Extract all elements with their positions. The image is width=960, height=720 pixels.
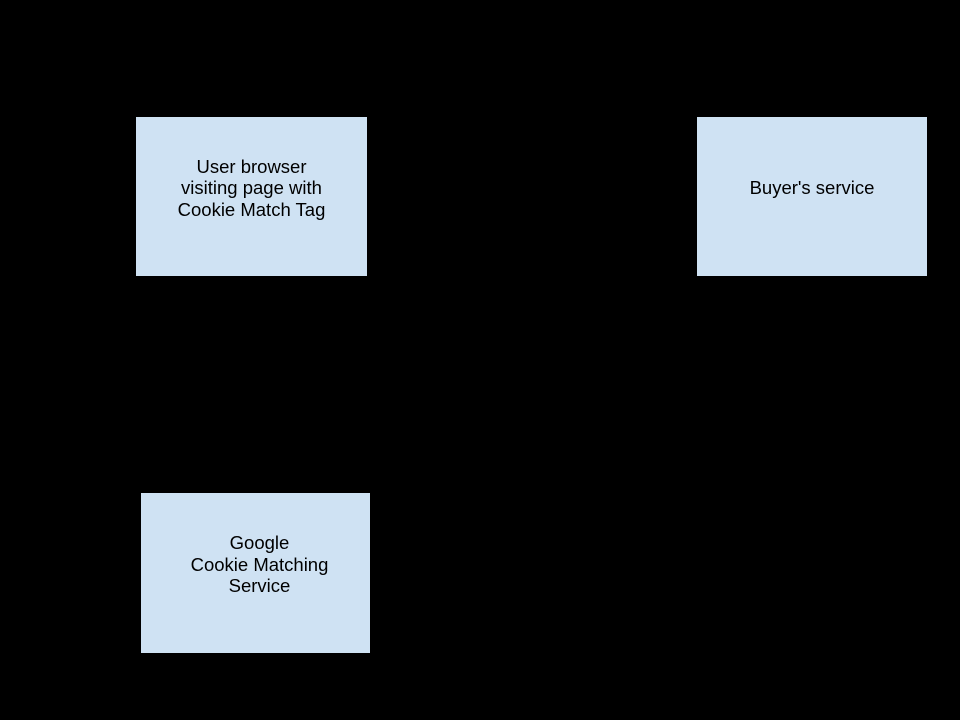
node-user-browser: User browser visiting page with Cookie M… xyxy=(135,116,368,277)
node-buyers-service-label: Buyer's service xyxy=(750,177,875,199)
node-label-line: visiting page with xyxy=(181,177,322,199)
node-user-browser-label: User browser visiting page with Cookie M… xyxy=(178,156,326,221)
node-buyers-service: Buyer's service xyxy=(696,116,928,277)
node-label-line: Buyer's service xyxy=(749,177,875,199)
node-label-line: Cookie Match Tag xyxy=(177,198,326,220)
node-label-line: Service xyxy=(228,575,291,597)
node-label-line: Google xyxy=(229,532,290,554)
node-label-line: Cookie Matching xyxy=(190,553,329,575)
node-label-line: User browser xyxy=(196,155,307,177)
node-google-cookie-matching-service-label: Google Cookie Matching Service xyxy=(191,532,329,597)
node-google-cookie-matching-service: Google Cookie Matching Service xyxy=(140,492,371,654)
